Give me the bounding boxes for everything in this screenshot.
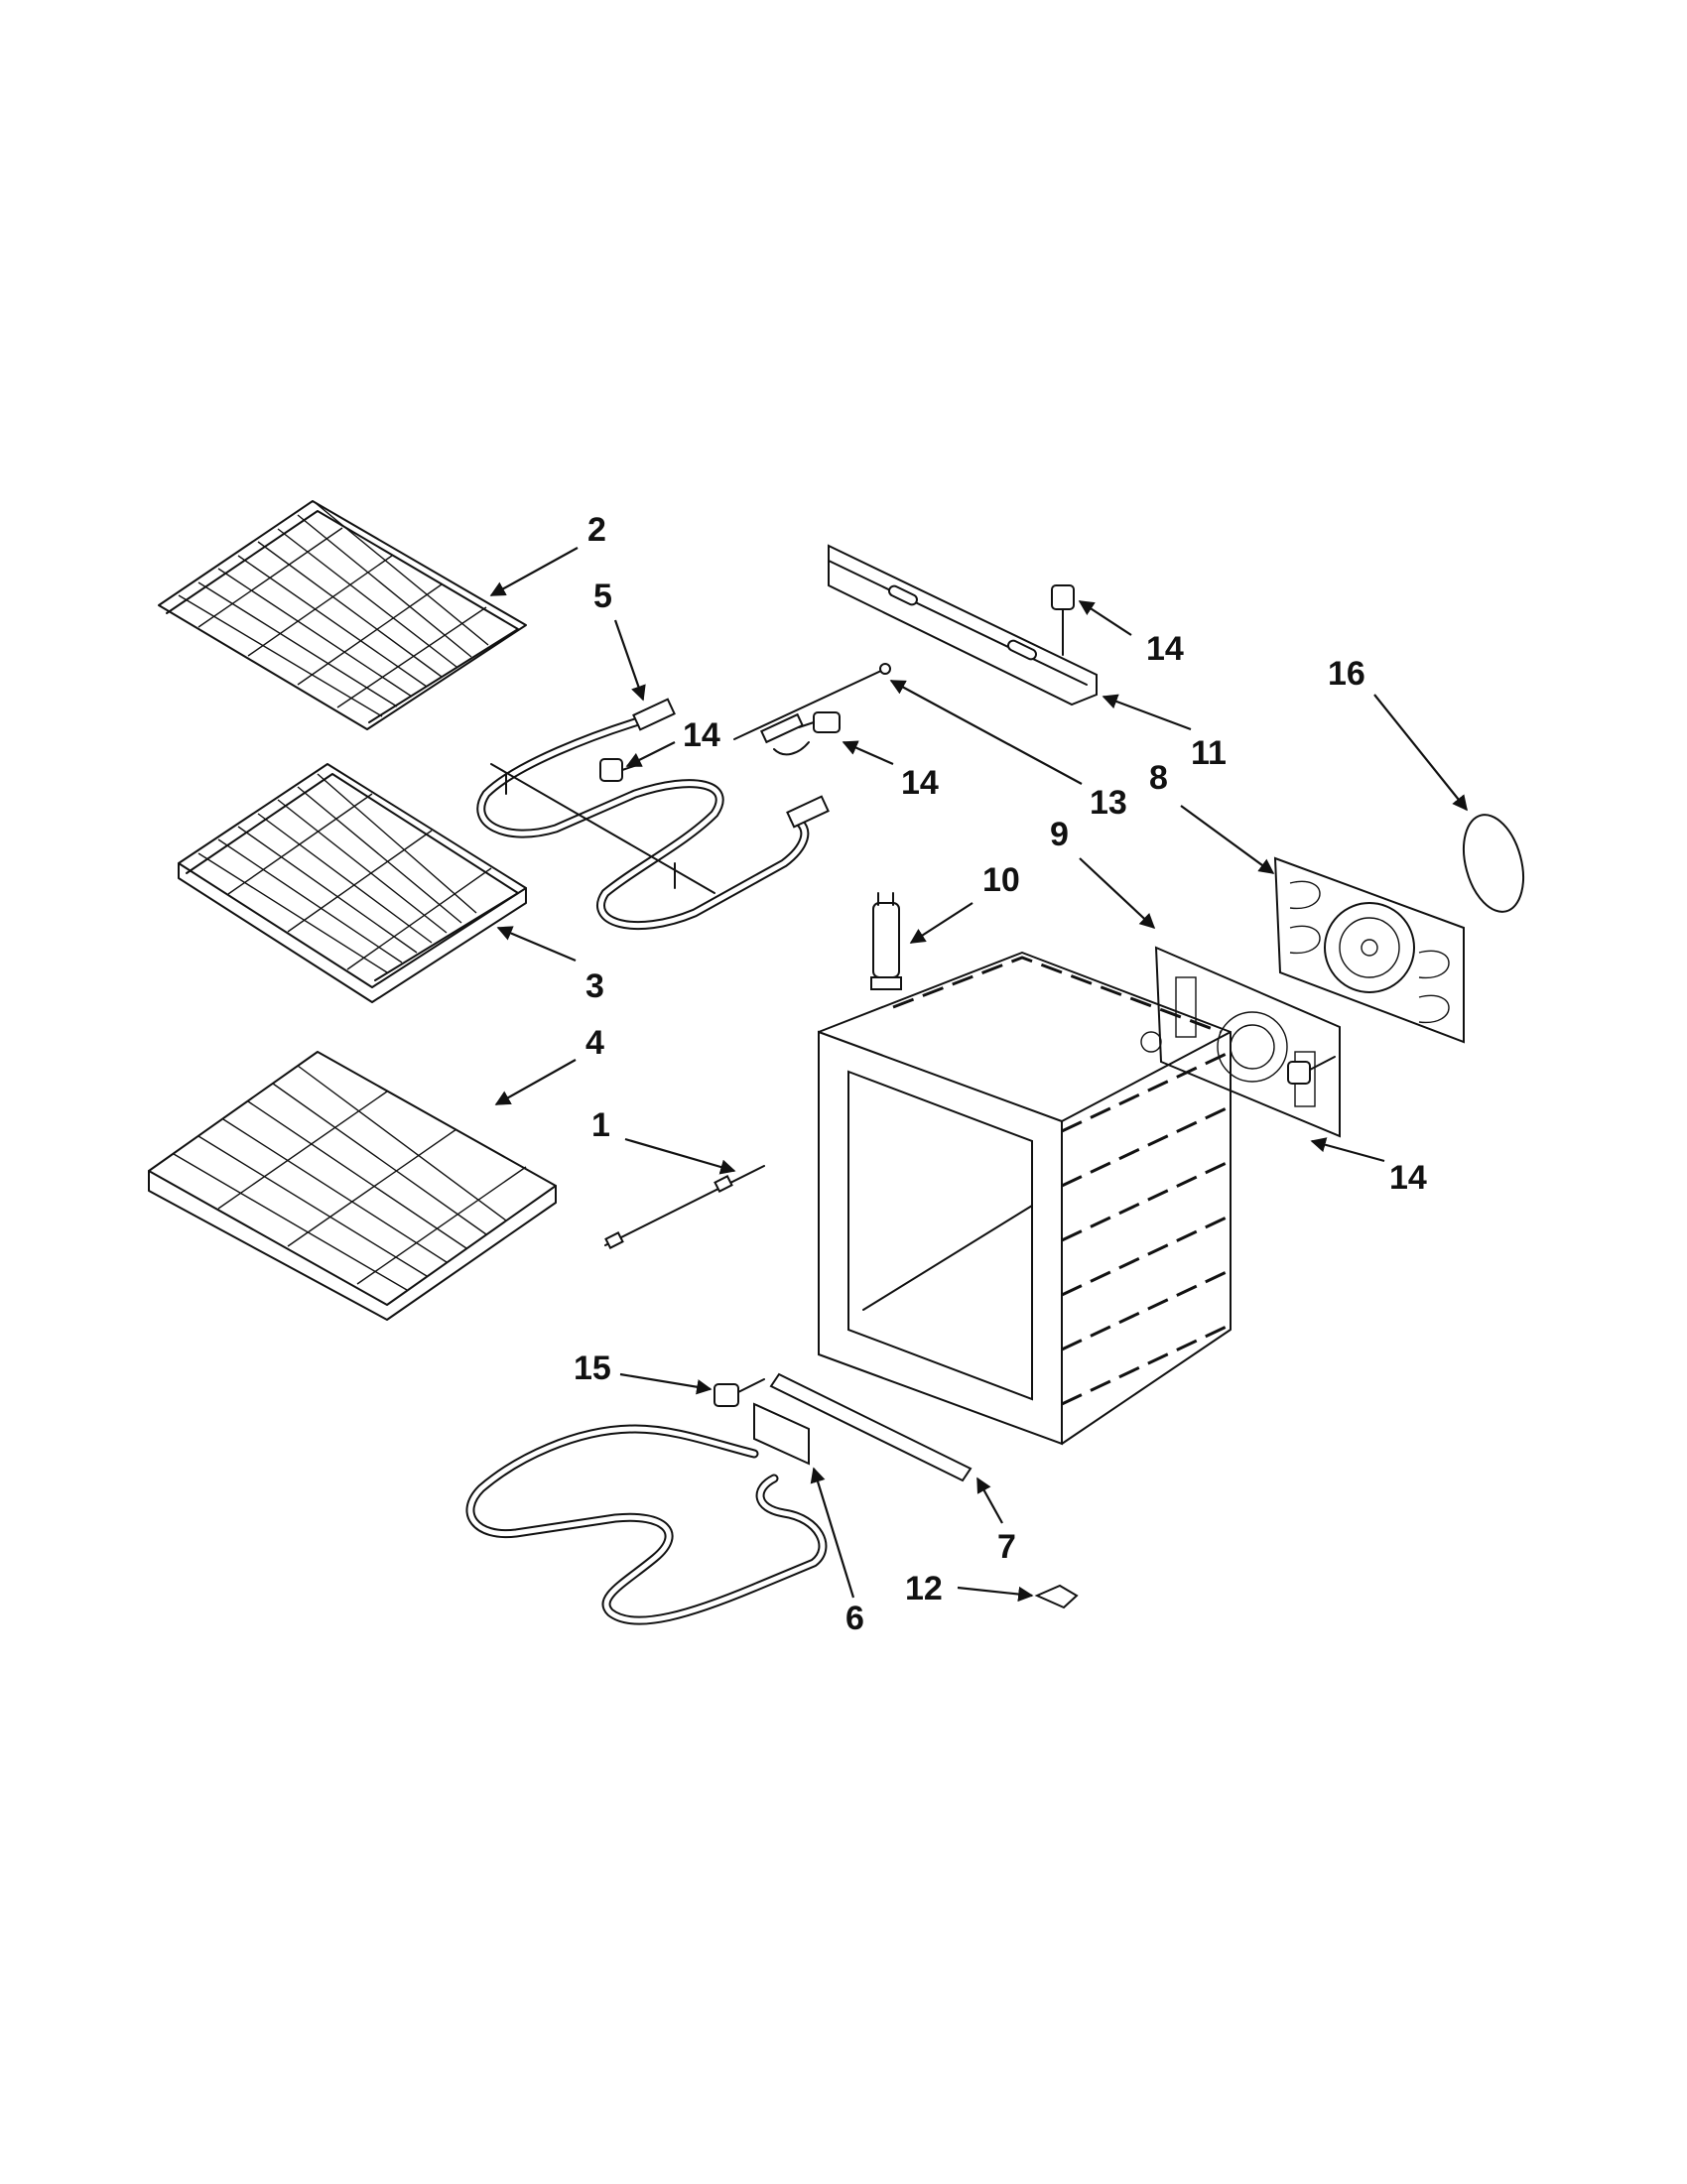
leader-2 [489,547,579,596]
callout-14b: 14 [901,764,939,802]
callout-1: 1 [591,1106,610,1144]
leader-9 [1079,857,1156,930]
leader-14b [842,740,894,766]
callout-13: 13 [1090,784,1127,822]
callout-14d: 14 [1389,1159,1427,1197]
callout-16: 16 [1328,655,1365,693]
callout-12: 12 [905,1570,943,1607]
leader-6 [810,1467,855,1599]
temperature-sensor [733,663,891,756]
thermal-switch [870,892,902,990]
oven-sensor-probe [604,1165,765,1249]
leader-15 [619,1372,713,1395]
leader-8 [1180,805,1275,874]
screw-bracket [1051,584,1075,656]
oven-cavity [818,952,1232,1446]
leader-lines [489,547,1468,1603]
oven-rack-rollout [148,1051,557,1321]
mounting-clip [1034,1584,1079,1609]
convection-fan-cover [1154,946,1341,1138]
leader-12 [957,1586,1034,1603]
leader-10 [909,902,973,944]
callout-labels: 2 5 14 14 14 11 16 13 8 9 10 3 4 1 14 15… [574,511,1427,1637]
gasket-ring [1463,814,1524,913]
leader-16 [1373,694,1468,812]
leader-3 [496,926,577,963]
screw-fan-cover [1287,1056,1336,1085]
callout-8: 8 [1149,759,1168,797]
oven-rack-upper [158,500,527,730]
callout-11: 11 [1191,734,1227,772]
callout-4: 4 [585,1024,604,1062]
leader-14d [1310,1137,1385,1163]
leader-14c [1078,600,1132,636]
callout-6: 6 [845,1600,864,1637]
callout-14c: 14 [1146,630,1184,668]
leader-14a [625,741,676,767]
callout-3: 3 [585,967,604,1005]
screw-bake [714,1378,765,1407]
leader-7 [976,1477,1003,1524]
callout-7: 7 [997,1528,1016,1566]
callout-14a: 14 [683,716,720,754]
bake-element [465,1402,828,1625]
leader-13 [889,680,1083,785]
callout-10: 10 [982,861,1020,899]
callout-2: 2 [587,511,606,549]
callout-15: 15 [574,1349,611,1387]
callout-5: 5 [593,578,612,615]
leader-11 [1102,694,1192,731]
screw-sensor [798,711,841,733]
broil-element [476,698,830,931]
convection-element-fan [1273,856,1465,1044]
oven-rack-middle [178,763,527,1003]
callout-9: 9 [1050,816,1069,853]
screw-broil [599,758,641,782]
leader-1 [624,1137,736,1175]
leader-4 [494,1059,577,1105]
rear-bracket [828,544,1098,707]
leader-5 [613,619,646,702]
heat-tube [769,1372,973,1482]
